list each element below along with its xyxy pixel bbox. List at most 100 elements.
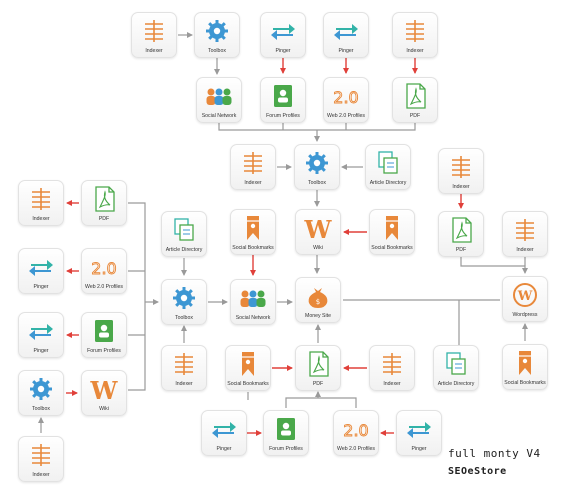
node-article-directory: Article Directory — [161, 211, 207, 257]
node-forum-profiles: Forum Profiles — [260, 77, 306, 123]
node-label: Social Bookmarks — [232, 245, 274, 251]
bookmark-icon — [231, 214, 275, 242]
node-label: Social Network — [201, 113, 237, 119]
gear-icon — [195, 17, 239, 45]
node-label: Wiki — [99, 406, 109, 412]
node-label: Forum Profiles — [87, 348, 121, 354]
svg-text:2.0: 2.0 — [91, 259, 116, 278]
bookmark-icon — [503, 349, 547, 377]
node-label: Web 2.0 Profiles — [85, 284, 123, 290]
node-label: Indexer — [32, 216, 50, 222]
article-directory-icon — [366, 149, 410, 177]
node-label: Pinger — [275, 48, 291, 54]
node-article-directory: Article Directory — [365, 144, 411, 190]
social-network-icon — [231, 284, 275, 312]
node-indexer: Indexer — [18, 180, 64, 226]
pinger-icon — [397, 415, 441, 443]
connector-line — [285, 397, 357, 408]
node-label: Toolbox — [208, 48, 226, 54]
node-pinger: Pinger — [18, 312, 64, 358]
node-indexer: Indexer — [392, 12, 438, 58]
node-social-bookmarks: Social Bookmarks — [225, 345, 271, 391]
node-toolbox: Toolbox — [294, 144, 340, 190]
node-label: PDF — [409, 113, 421, 119]
node-label: Indexer — [244, 180, 262, 186]
node-label: Web 2.0 Profiles — [327, 113, 365, 119]
pdf-icon — [82, 185, 126, 213]
node-label: Indexer — [516, 247, 534, 253]
article-directory-icon — [434, 350, 478, 378]
node-indexer: Indexer — [502, 211, 548, 257]
node-article-directory: Article Directory — [433, 345, 479, 391]
node-label: Pinger — [411, 446, 427, 452]
indexer-icon — [503, 216, 547, 244]
wordpress-icon: W — [503, 281, 547, 309]
indexer-icon — [231, 149, 275, 177]
node-label: Indexer — [452, 184, 470, 190]
node-pdf: PDF — [392, 77, 438, 123]
node-indexer: Indexer — [161, 345, 207, 391]
node-label: Article Directory — [165, 247, 203, 253]
node-pdf: PDF — [81, 180, 127, 226]
node-wordpress: W Wordpress — [502, 276, 548, 322]
gear-icon — [19, 375, 63, 403]
indexer-icon — [370, 350, 414, 378]
forum-profile-icon — [261, 82, 305, 110]
node-social-bookmarks: Social Bookmarks — [502, 344, 548, 390]
node-wiki: W Wiki — [295, 209, 341, 255]
node-label: Wordpress — [512, 312, 538, 318]
node-label: Pinger — [216, 446, 232, 452]
indexer-icon — [393, 17, 437, 45]
node-label: Indexer — [175, 381, 193, 387]
svg-text:2.0: 2.0 — [343, 421, 368, 440]
indexer-icon — [439, 153, 483, 181]
node-label: Pinger — [338, 48, 354, 54]
node-label: Indexer — [406, 48, 424, 54]
node-social-bookmarks: Social Bookmarks — [230, 209, 276, 255]
node-label: Forum Profiles — [266, 113, 300, 119]
money-bag-icon: $ — [296, 282, 340, 310]
pinger-icon — [324, 17, 368, 45]
node-forum-profiles: Forum Profiles — [263, 410, 309, 456]
svg-text:2.0: 2.0 — [333, 88, 358, 107]
connector-line — [128, 202, 146, 391]
node-label: Indexer — [32, 472, 50, 478]
node-label: Web 2.0 Profiles — [337, 446, 375, 452]
brand-title: full monty V4 — [448, 447, 541, 460]
node-pinger: Pinger — [323, 12, 369, 58]
pdf-icon — [439, 216, 483, 244]
node-label: Wiki — [313, 245, 323, 251]
pdf-icon — [393, 82, 437, 110]
gear-icon — [295, 149, 339, 177]
node-label: Toolbox — [308, 180, 326, 186]
node-label: Indexer — [383, 381, 401, 387]
bookmark-icon — [370, 214, 414, 242]
node-label: Social Bookmarks — [371, 245, 413, 251]
node-social-network: Social Network — [230, 279, 276, 325]
node-indexer: Indexer — [230, 144, 276, 190]
article-directory-icon — [162, 216, 206, 244]
node-indexer: Indexer — [438, 148, 484, 194]
node-label: Social Bookmarks — [227, 381, 269, 387]
connector-line — [460, 257, 528, 274]
node-indexer: Indexer — [369, 345, 415, 391]
social-network-icon — [197, 82, 241, 110]
node-social-network: Social Network — [196, 77, 242, 123]
node-label: Indexer — [145, 48, 163, 54]
node-toolbox: Toolbox — [161, 279, 207, 325]
node-toolbox: Toolbox — [18, 370, 64, 416]
web20-icon: 2.0 — [82, 253, 126, 281]
node-label: Toolbox — [175, 315, 193, 321]
node-social-bookmarks: Social Bookmarks — [369, 209, 415, 255]
node-label: Article Directory — [369, 180, 407, 186]
node-label: PDF — [455, 247, 467, 253]
indexer-icon — [19, 441, 63, 469]
node-pinger: Pinger — [18, 248, 64, 294]
svg-text:W: W — [304, 215, 333, 242]
svg-text:$: $ — [316, 298, 320, 306]
forum-profile-icon — [264, 415, 308, 443]
node-pdf: PDF — [295, 345, 341, 391]
node-label: Forum Profiles — [269, 446, 303, 452]
